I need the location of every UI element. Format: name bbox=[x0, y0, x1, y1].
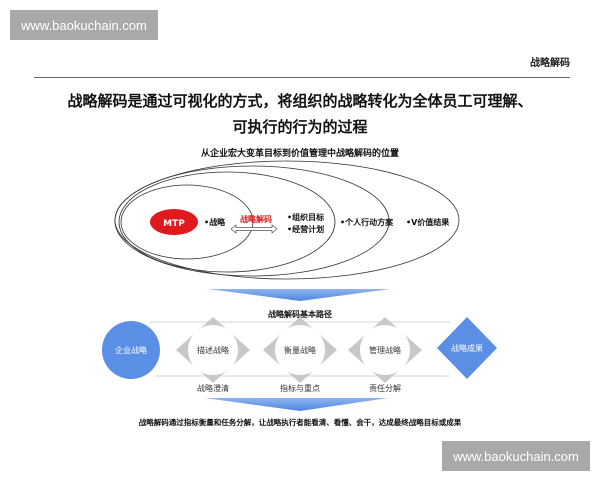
end-label: 战略成果 bbox=[451, 343, 483, 353]
decode-label: 战略解码 bbox=[240, 214, 272, 224]
step-3-sub: 责任分解 bbox=[369, 383, 401, 393]
ellipse-personal bbox=[114, 165, 390, 277]
ellipse-org bbox=[118, 171, 336, 273]
title-line-1: 战略解码是通过可视化的方式，将组织的战略转化为全体员工可理解、 bbox=[67, 92, 533, 110]
biz-plan-label: •经营计划 bbox=[287, 224, 324, 234]
mtp-ellipse bbox=[150, 209, 198, 235]
step-1-label: 描述战略 bbox=[197, 345, 229, 355]
ellipse-title: 从企业宏大变革目标到价值管理中战略解码的位置 bbox=[201, 147, 399, 159]
double-arrow-icon bbox=[230, 224, 278, 234]
mtp-label: MTP bbox=[163, 219, 185, 229]
step-2-sub: 指标与重点 bbox=[280, 383, 320, 393]
end-diamond bbox=[437, 317, 497, 379]
start-circle bbox=[102, 321, 160, 379]
step-3-label: 管理战略 bbox=[369, 345, 401, 355]
title-line-2: 可执行的行为的过程 bbox=[232, 118, 368, 136]
ellipse-strategy bbox=[120, 184, 254, 260]
header-label: 战略解码 bbox=[530, 58, 570, 69]
header-divider bbox=[34, 77, 570, 78]
value-label: •V价值结果 bbox=[406, 217, 449, 227]
strategy-label: •战略 bbox=[204, 217, 226, 227]
down-arrow-2 bbox=[205, 398, 388, 411]
step-3: 管理战略 责任分解 bbox=[348, 317, 422, 393]
start-label: 企业战略 bbox=[115, 345, 147, 355]
path-title: 战略解码基本路径 bbox=[268, 309, 332, 319]
watermark-top: www.baokuchain.com bbox=[10, 10, 158, 40]
step-1-sub: 战略澄清 bbox=[197, 383, 229, 393]
step-2: 衡量战略 指标与重点 bbox=[263, 317, 337, 393]
down-arrow-1 bbox=[208, 289, 390, 301]
org-goal-label: •组织目标 bbox=[287, 212, 324, 222]
personal-label: •个人行动方案 bbox=[340, 217, 394, 227]
watermark-bottom: www.baokuchain.com bbox=[442, 441, 590, 471]
step-2-label: 衡量战略 bbox=[284, 345, 316, 355]
step-1: 描述战略 战略澄清 bbox=[176, 317, 250, 393]
conclusion: 战略解码通过指标衡量和任务分解，让战略执行者能看清、看懂、会干，达成最终战略目标… bbox=[139, 417, 462, 427]
